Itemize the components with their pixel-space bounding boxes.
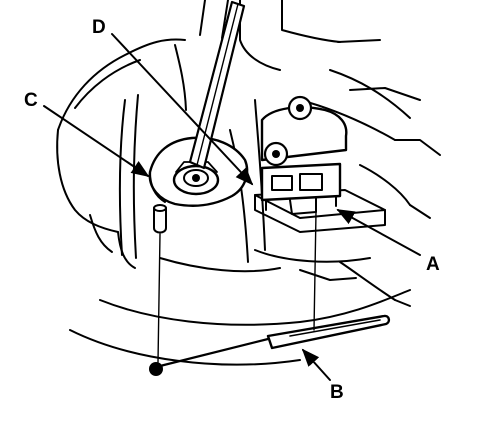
sensor-connector bbox=[260, 95, 348, 215]
probe-tip bbox=[149, 362, 163, 376]
engine-casting bbox=[56, 0, 441, 366]
callout-label-a: A bbox=[426, 254, 440, 275]
reference-line bbox=[313, 211, 317, 331]
callout-d: D bbox=[92, 17, 254, 186]
callout-a: A bbox=[336, 209, 440, 275]
callout-label-c: C bbox=[24, 90, 38, 111]
test-probe bbox=[149, 233, 391, 376]
callout-c: C bbox=[24, 90, 150, 178]
callout-label-b: B bbox=[330, 382, 344, 403]
callout-b: B bbox=[301, 348, 344, 403]
callout-label-d: D bbox=[92, 17, 106, 38]
tool-shaft bbox=[188, 0, 246, 170]
dowel-pin bbox=[153, 207, 167, 234]
sensor-bracket bbox=[148, 136, 249, 234]
